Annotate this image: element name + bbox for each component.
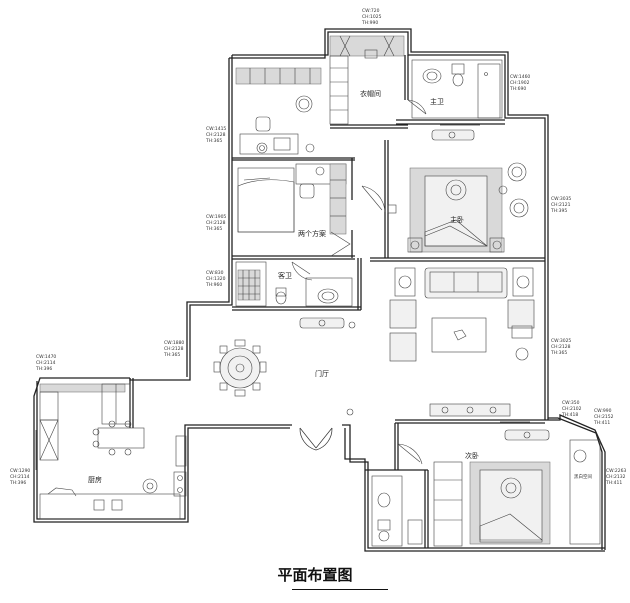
dim-bedr2-3: TH:411 xyxy=(593,420,610,426)
dim-top-3: TH:990 xyxy=(361,20,378,26)
upper-room-furniture xyxy=(235,67,322,155)
dim-mid-3: TH:395 xyxy=(550,208,567,214)
dim-mid-2: CH:2121 xyxy=(551,202,571,208)
dim-masterbath-1: CW:1460 xyxy=(510,74,530,80)
room-label-second-bedroom: 次卧 xyxy=(465,451,479,460)
title-underline xyxy=(292,589,388,590)
kitchen-furniture xyxy=(39,383,187,520)
room-labels: 衣帽间 主卫 主卧 两个方案 客卫 门厅 厨房 次卧 黑白空间 xyxy=(88,89,592,484)
dim-bedr1-3: TH:418 xyxy=(561,412,578,418)
dim-kitchleft-3: TH:396 xyxy=(9,480,26,486)
dim-bedr2-1: CW:990 xyxy=(594,408,612,414)
dim-living-3: TH:365 xyxy=(550,350,567,356)
room-label-cloakroom: 衣帽间 xyxy=(360,89,381,98)
dim-kitchtop-3: TH:396 xyxy=(35,366,52,372)
dim-top-1: CW:720 xyxy=(362,8,380,14)
dim-studyleft-3: TH:365 xyxy=(205,226,222,232)
cloakroom-furniture xyxy=(329,35,405,125)
dim-kitchtop-1: CW:1470 xyxy=(36,354,56,360)
dim-foyerleft-2: CH:2128 xyxy=(164,346,184,352)
dim-studyleft-2: CH:2128 xyxy=(206,220,226,226)
room-label-master-bedroom: 主卧 xyxy=(450,215,464,224)
dim-guest-2: CH:1320 xyxy=(206,276,226,282)
exterior-walls xyxy=(33,28,606,552)
dim-bedr3-1: CW:2263 xyxy=(606,468,626,474)
room-label-foyer: 门厅 xyxy=(315,369,329,378)
plan-title: 平面布置图 xyxy=(277,566,353,584)
guest-bath-fixtures xyxy=(235,261,353,307)
dim-bedr2-2: CH:2152 xyxy=(594,414,614,420)
window-marks xyxy=(35,124,549,470)
dim-masterbath-3: TH:690 xyxy=(509,86,526,92)
dim-living-1: CW:3025 xyxy=(551,338,571,344)
dim-foyerleft-1: CW:1880 xyxy=(164,340,184,346)
dim-kitchtop-2: CH:2114 xyxy=(36,360,56,366)
dim-upperleft-3: TH:365 xyxy=(205,138,222,144)
dim-foyerleft-3: TH:365 xyxy=(163,352,180,358)
master-bath-fixtures xyxy=(407,59,503,119)
dimension-annotations: CW:720 CH:1025 TH:990 CW:1460 CH:1902 TH… xyxy=(9,8,626,486)
dim-kitchleft-2: CH:2114 xyxy=(10,474,30,480)
dim-mid-1: CW:3035 xyxy=(551,196,571,202)
dim-bedr1-1: CW:350 xyxy=(562,400,580,406)
small-bath-fixtures xyxy=(371,475,423,547)
dim-bedr1-2: CH:2102 xyxy=(562,406,582,412)
foyer-furniture xyxy=(213,317,356,451)
dim-bedr3-3: TH:411 xyxy=(605,480,622,486)
study-furniture xyxy=(237,163,351,257)
dim-masterbath-2: CH:1902 xyxy=(510,80,530,86)
dim-studyleft-1: CW:1905 xyxy=(206,214,226,220)
dim-living-2: CH:2128 xyxy=(551,344,571,350)
dim-guest-1: CW:830 xyxy=(206,270,224,276)
second-bedroom-furniture xyxy=(397,429,601,547)
dim-top-2: CH:1025 xyxy=(362,14,382,20)
dim-bedr3-2: CH:2132 xyxy=(606,474,626,480)
dim-kitchleft-1: CW:1290 xyxy=(10,468,30,474)
dim-upperleft-1: CW:1415 xyxy=(206,126,226,132)
room-label-study: 两个方案 xyxy=(298,229,326,238)
master-bedroom-furniture xyxy=(361,129,529,253)
dim-guest-3: TH:960 xyxy=(205,282,222,288)
room-label-kitchen: 厨房 xyxy=(88,475,102,484)
living-room-furniture xyxy=(389,267,535,417)
room-label-master-bath: 主卫 xyxy=(430,97,444,106)
room-label-bay: 黑白空间 xyxy=(574,473,592,480)
dim-upperleft-2: CH:2128 xyxy=(206,132,226,138)
room-label-guest-bath: 客卫 xyxy=(278,271,292,280)
